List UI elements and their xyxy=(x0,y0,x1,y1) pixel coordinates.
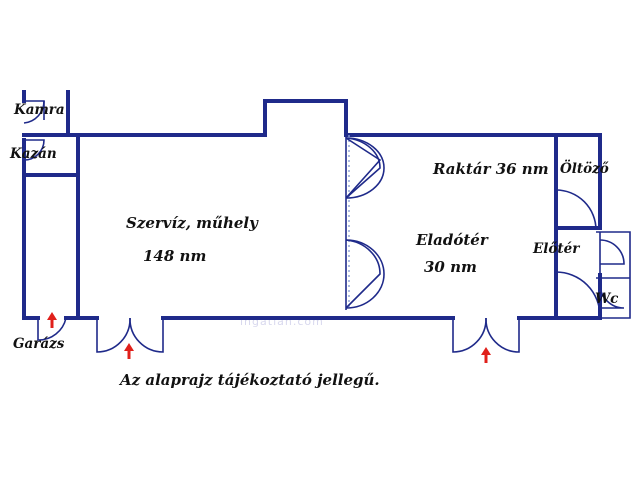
entrance-arrow-icon xyxy=(124,343,134,359)
outer-walls xyxy=(76,99,602,320)
room-area-eladoter: 30 nm xyxy=(424,258,477,276)
disclaimer-note: Az alaprajz tájékoztató jellegű. xyxy=(118,371,380,389)
room-label-wc: Wc xyxy=(595,291,618,307)
room-label-kazan: Kazán xyxy=(9,146,57,162)
room-area-szerviz: 148 nm xyxy=(143,247,206,265)
room-label-kamra: Kamra xyxy=(13,102,65,118)
room-label-oltozo: Öltöző xyxy=(560,160,609,177)
room-label-eloter: Előtér xyxy=(532,241,580,257)
room-label-eladoter: Eladótér xyxy=(415,231,489,249)
room-label-raktar: Raktár 36 nm xyxy=(432,160,549,178)
room-label-garazs: Garázs xyxy=(13,336,65,352)
interior-walls xyxy=(345,133,631,320)
doors xyxy=(23,100,625,353)
room-label-szerviz: Szervíz, műhely xyxy=(126,214,259,232)
entrance-arrow-icon xyxy=(47,312,57,328)
entrance-arrows xyxy=(47,312,491,363)
left-annex-walls xyxy=(22,90,80,320)
entrance-arrow-icon xyxy=(481,347,491,363)
